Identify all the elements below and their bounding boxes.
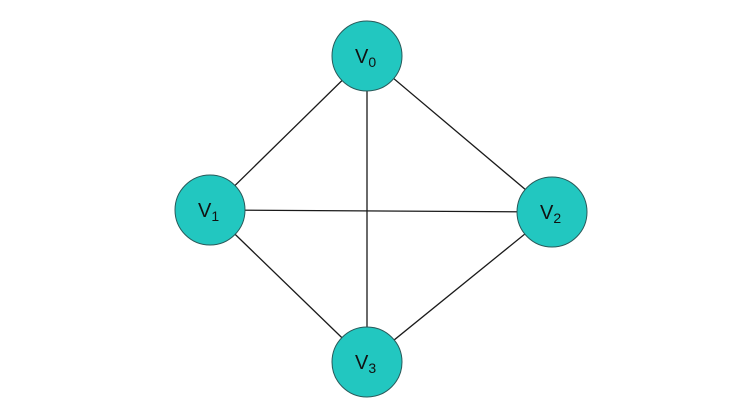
node-v3: V3	[331, 326, 403, 398]
edge-v1-v2	[209, 209, 553, 213]
node-label-subscript: 3	[368, 360, 376, 376]
node-label-main: V	[198, 200, 212, 222]
node-label-v3: V3	[355, 352, 376, 376]
edge-v2-v3	[366, 211, 553, 363]
edge-v0-v2	[366, 55, 553, 213]
edge-v0-v1	[209, 55, 368, 211]
node-circle-v0	[331, 20, 403, 92]
node-circle-v1	[174, 174, 246, 246]
node-label-main: V	[355, 352, 369, 374]
node-v1: V1	[174, 174, 246, 246]
node-label-main: V	[540, 202, 554, 224]
node-label-v2: V2	[540, 202, 561, 226]
edge-v1-v3	[209, 209, 368, 363]
node-label-main: V	[355, 46, 369, 68]
node-circle-v3	[331, 326, 403, 398]
node-label-subscript: 1	[211, 208, 219, 224]
node-label-subscript: 2	[553, 210, 561, 226]
node-v2: V2	[516, 176, 588, 248]
node-label-v1: V1	[198, 200, 219, 224]
node-v0: V0	[331, 20, 403, 92]
edge-layer	[209, 55, 553, 363]
node-label-v0: V0	[355, 46, 376, 70]
node-label-subscript: 0	[368, 54, 376, 70]
node-circle-v2	[516, 176, 588, 248]
